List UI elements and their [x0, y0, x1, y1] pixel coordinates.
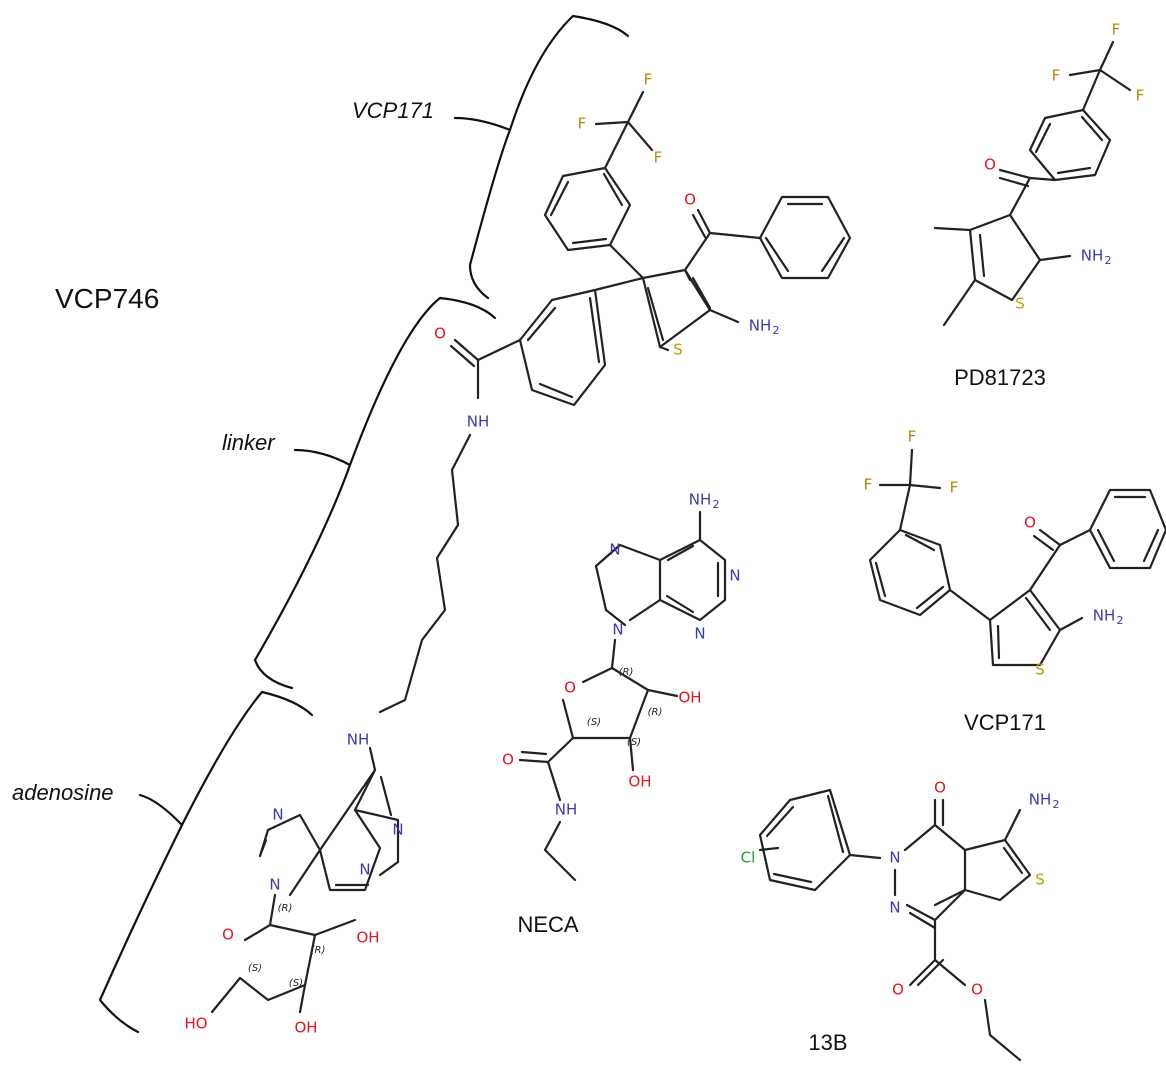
svg-text:(S): (S) [627, 737, 641, 748]
svg-text:F: F [1052, 67, 1061, 85]
svg-text:S: S [1035, 871, 1045, 889]
svg-text:2: 2 [1105, 254, 1112, 267]
svg-text:N: N [729, 567, 740, 585]
svg-text:OH: OH [678, 689, 701, 707]
svg-text:O: O [434, 325, 446, 343]
svg-text:F: F [578, 115, 587, 133]
svg-text:O: O [934, 779, 946, 797]
svg-text:S: S [1015, 295, 1025, 313]
molecule-pd81723: F F F O NH 2 S [933, 21, 1145, 327]
svg-text:F: F [654, 149, 663, 167]
svg-text:S: S [673, 341, 683, 359]
svg-text:NH: NH [749, 317, 772, 335]
svg-text:2: 2 [713, 498, 720, 511]
svg-text:(S): (S) [587, 717, 601, 728]
svg-text:N: N [269, 876, 280, 894]
compound-label-vcp171: VCP171 [964, 710, 1046, 735]
svg-text:O: O [984, 156, 996, 174]
svg-text:(R): (R) [278, 903, 293, 914]
svg-text:NH: NH [689, 491, 712, 509]
svg-text:Cl: Cl [741, 849, 756, 867]
region-label-vcp171: VCP171 [352, 98, 434, 123]
svg-text:N: N [694, 625, 705, 643]
region-label-linker: linker [222, 430, 276, 455]
svg-text:NH: NH [347, 731, 370, 749]
molecule-13b: Cl N O N NH 2 S O O [741, 779, 1060, 1062]
diagram-title: VCP746 [55, 283, 159, 314]
brace-linker [253, 296, 497, 690]
svg-text:O: O [222, 926, 234, 944]
svg-text:OH: OH [356, 929, 379, 947]
svg-text:N: N [889, 899, 900, 917]
svg-text:O: O [502, 751, 514, 769]
svg-text:N: N [392, 821, 403, 839]
svg-text:N: N [889, 849, 900, 867]
svg-text:2: 2 [1053, 798, 1060, 811]
svg-text:N: N [612, 621, 623, 639]
svg-text:O: O [1024, 514, 1036, 532]
svg-text:(S): (S) [289, 978, 303, 989]
svg-text:NH: NH [1081, 247, 1104, 265]
compound-label-13b: 13B [808, 1030, 847, 1055]
svg-text:HO: HO [184, 1015, 207, 1033]
svg-text:(R): (R) [311, 945, 326, 956]
svg-text:F: F [908, 428, 917, 446]
brace-adenosine [98, 690, 314, 1034]
svg-text:2: 2 [773, 324, 780, 337]
svg-text:NH: NH [467, 413, 490, 431]
svg-text:O: O [684, 191, 696, 209]
svg-text:OH: OH [628, 773, 651, 791]
region-label-adenosine: adenosine [12, 780, 114, 805]
compound-label-pd81723: PD81723 [954, 365, 1046, 390]
svg-text:S: S [1035, 661, 1045, 679]
compound-label-neca: NECA [517, 912, 578, 937]
svg-text:F: F [864, 476, 873, 494]
brace-vcp171 [453, 14, 630, 300]
molecule-vcp746: F F F O NH 2 S O NH [184, 71, 852, 1037]
svg-text:F: F [950, 479, 959, 497]
svg-text:(R): (R) [648, 707, 663, 718]
svg-text:N: N [359, 861, 370, 879]
svg-text:(R): (R) [619, 667, 634, 678]
svg-text:OH: OH [294, 1019, 317, 1037]
svg-text:2: 2 [1117, 614, 1124, 627]
svg-text:N: N [272, 806, 283, 824]
svg-text:NH: NH [1029, 791, 1052, 809]
svg-text:O: O [971, 981, 983, 999]
molecule-vcp171: F F F O NH 2 S [864, 428, 1166, 679]
svg-text:F: F [1112, 21, 1121, 39]
svg-text:(S): (S) [248, 963, 262, 974]
svg-text:O: O [564, 679, 576, 697]
svg-text:F: F [1136, 87, 1145, 105]
svg-text:F: F [644, 71, 653, 89]
svg-text:NH: NH [1093, 607, 1116, 625]
svg-text:N: N [609, 541, 620, 559]
svg-text:NH: NH [555, 801, 578, 819]
molecule-neca: NH 2 N N N N O OH OH O NH (R) (R) (S) (S… [502, 491, 741, 882]
svg-text:O: O [892, 981, 904, 999]
